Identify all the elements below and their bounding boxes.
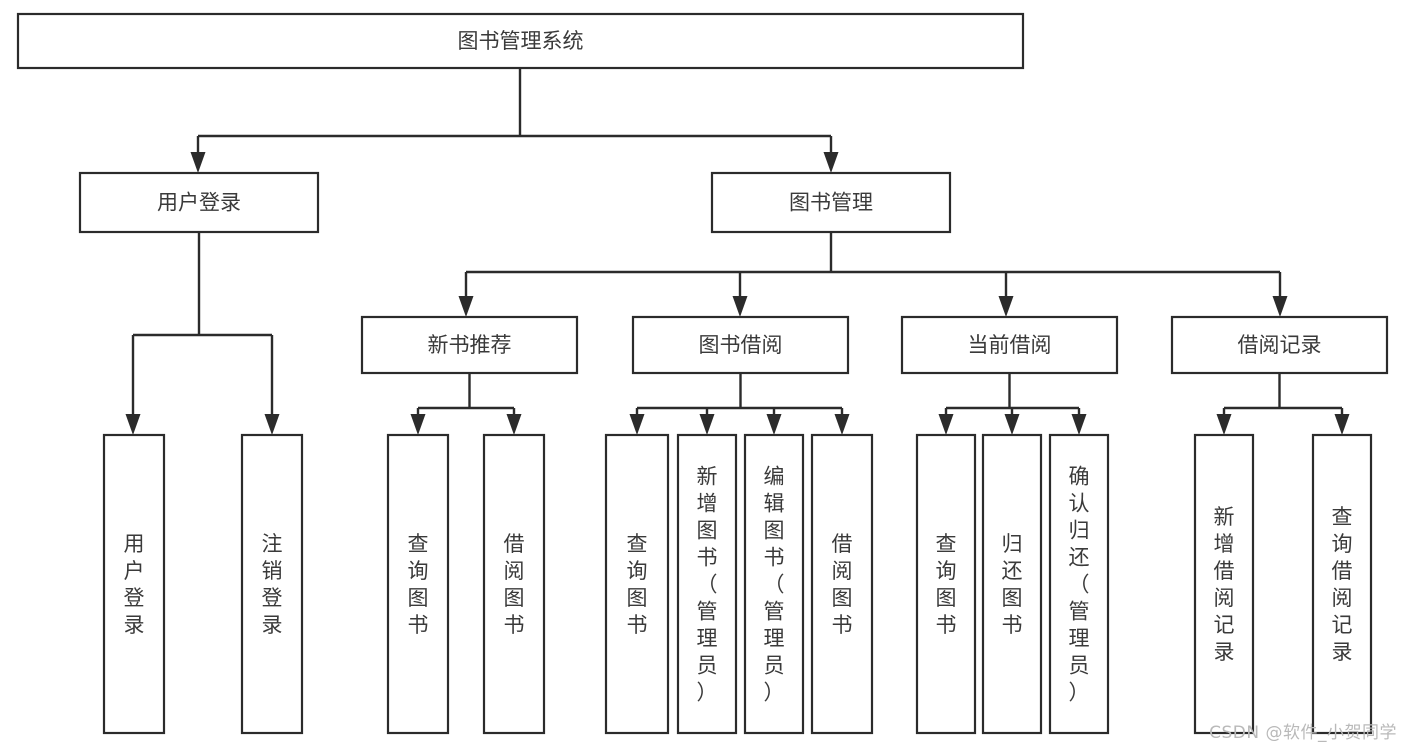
connector-layer — [125, 68, 1350, 435]
node-leaf-8-label: 查询图书 — [936, 532, 957, 637]
arrow-head-icon-book-mgmt-2 — [998, 296, 1014, 317]
node-leaf-11[interactable]: 新增借阅记录 — [1193, 433, 1255, 735]
node-leaf-3-box[interactable] — [482, 433, 546, 735]
arrow-head-icon-root-1 — [823, 152, 839, 173]
node-level2-1-box[interactable] — [710, 171, 952, 234]
node-leaf-10-label: 确认归还（管理员） — [1069, 465, 1090, 705]
arrow-head-icon-leaf-2-1 — [1004, 414, 1020, 435]
node-leaf-12-box[interactable] — [1311, 433, 1373, 735]
arrow-head-icon-book-mgmt-0 — [458, 296, 474, 317]
node-leaf-6[interactable]: 编辑图书（管理员） — [743, 433, 805, 735]
arrow-head-icon-root-0 — [190, 152, 206, 173]
node-leaf-12[interactable]: 查询借阅记录 — [1311, 433, 1373, 735]
node-level2-1-label: 图书管理 — [789, 191, 873, 215]
node-leaf-10-box[interactable] — [1048, 433, 1110, 735]
node-leaf-1[interactable]: 注销登录 — [240, 433, 304, 735]
node-leaf-0-box[interactable] — [102, 433, 166, 735]
arrow-head-icon-user-login-1 — [264, 414, 280, 435]
node-leaf-2[interactable]: 查询图书 — [386, 433, 450, 735]
node-level3-3[interactable]: 借阅记录 — [1170, 315, 1389, 375]
node-root-book-management-system-box[interactable] — [16, 12, 1025, 70]
arrow-head-icon-user-login-0 — [125, 414, 141, 435]
csdn-watermark: CSDN @软件_小贺同学 — [1209, 723, 1397, 743]
node-leaf-0-label: 用户登录 — [124, 532, 145, 637]
node-layer: 图书管理系统用户登录图书管理新书推荐图书借阅当前借阅借阅记录用户登录注销登录查询… — [16, 12, 1389, 735]
node-level3-1-label: 图书借阅 — [699, 333, 783, 357]
node-level3-2-box[interactable] — [900, 315, 1119, 375]
node-leaf-5[interactable]: 新增图书（管理员） — [676, 433, 738, 735]
node-leaf-7-label: 借阅图书 — [832, 532, 853, 637]
node-root-book-management-system-label: 图书管理系统 — [458, 29, 584, 53]
node-leaf-11-box[interactable] — [1193, 433, 1255, 735]
node-level3-2-label: 当前借阅 — [968, 333, 1052, 357]
node-leaf-2-box[interactable] — [386, 433, 450, 735]
node-leaf-5-box[interactable] — [676, 433, 738, 735]
node-leaf-9-label: 归还图书 — [1002, 532, 1023, 637]
node-level3-0-box[interactable] — [360, 315, 579, 375]
node-leaf-2-label: 查询图书 — [408, 532, 429, 637]
node-level3-3-box[interactable] — [1170, 315, 1389, 375]
node-leaf-12-label: 查询借阅记录 — [1332, 505, 1353, 664]
arrow-head-icon-book-mgmt-3 — [1272, 296, 1288, 317]
node-leaf-1-box[interactable] — [240, 433, 304, 735]
node-leaf-9[interactable]: 归还图书 — [981, 433, 1043, 735]
arrow-head-icon-leaf-3-0 — [1216, 414, 1232, 435]
node-leaf-11-label: 新增借阅记录 — [1214, 505, 1235, 664]
node-leaf-8-box[interactable] — [915, 433, 977, 735]
node-level2-0[interactable]: 用户登录 — [78, 171, 320, 234]
node-leaf-6-box[interactable] — [743, 433, 805, 735]
arrow-head-icon-leaf-0-0 — [410, 414, 426, 435]
node-level2-0-box[interactable] — [78, 171, 320, 234]
arrow-head-icon-leaf-1-3 — [834, 414, 850, 435]
arrow-head-icon-leaf-3-1 — [1334, 414, 1350, 435]
arrow-head-icon-leaf-2-2 — [1071, 414, 1087, 435]
node-leaf-4-label: 查询图书 — [627, 532, 648, 637]
arrow-head-icon-leaf-1-0 — [629, 414, 645, 435]
node-leaf-1-label: 注销登录 — [262, 532, 283, 637]
node-leaf-7[interactable]: 借阅图书 — [810, 433, 874, 735]
node-level3-3-label: 借阅记录 — [1238, 333, 1322, 357]
node-level2-1[interactable]: 图书管理 — [710, 171, 952, 234]
node-leaf-10[interactable]: 确认归还（管理员） — [1048, 433, 1110, 735]
node-level3-1[interactable]: 图书借阅 — [631, 315, 850, 375]
node-root-book-management-system[interactable]: 图书管理系统 — [16, 12, 1025, 70]
arrow-head-icon-leaf-0-1 — [506, 414, 522, 435]
node-level3-0[interactable]: 新书推荐 — [360, 315, 579, 375]
node-level2-0-label: 用户登录 — [157, 191, 241, 215]
node-leaf-8[interactable]: 查询图书 — [915, 433, 977, 735]
node-level3-0-label: 新书推荐 — [428, 333, 512, 357]
node-leaf-5-label: 新增图书（管理员） — [697, 465, 718, 705]
node-leaf-3[interactable]: 借阅图书 — [482, 433, 546, 735]
node-leaf-7-box[interactable] — [810, 433, 874, 735]
node-level3-1-box[interactable] — [631, 315, 850, 375]
node-level3-2[interactable]: 当前借阅 — [900, 315, 1119, 375]
arrow-head-icon-leaf-1-2 — [766, 414, 782, 435]
node-leaf-9-box[interactable] — [981, 433, 1043, 735]
node-leaf-3-label: 借阅图书 — [504, 532, 525, 637]
node-leaf-6-label: 编辑图书（管理员） — [764, 465, 785, 705]
node-leaf-4-box[interactable] — [604, 433, 670, 735]
node-leaf-0[interactable]: 用户登录 — [102, 433, 166, 735]
node-leaf-4[interactable]: 查询图书 — [604, 433, 670, 735]
arrow-head-icon-leaf-2-0 — [938, 414, 954, 435]
arrow-head-icon-book-mgmt-1 — [732, 296, 748, 317]
arrow-head-icon-leaf-1-1 — [699, 414, 715, 435]
